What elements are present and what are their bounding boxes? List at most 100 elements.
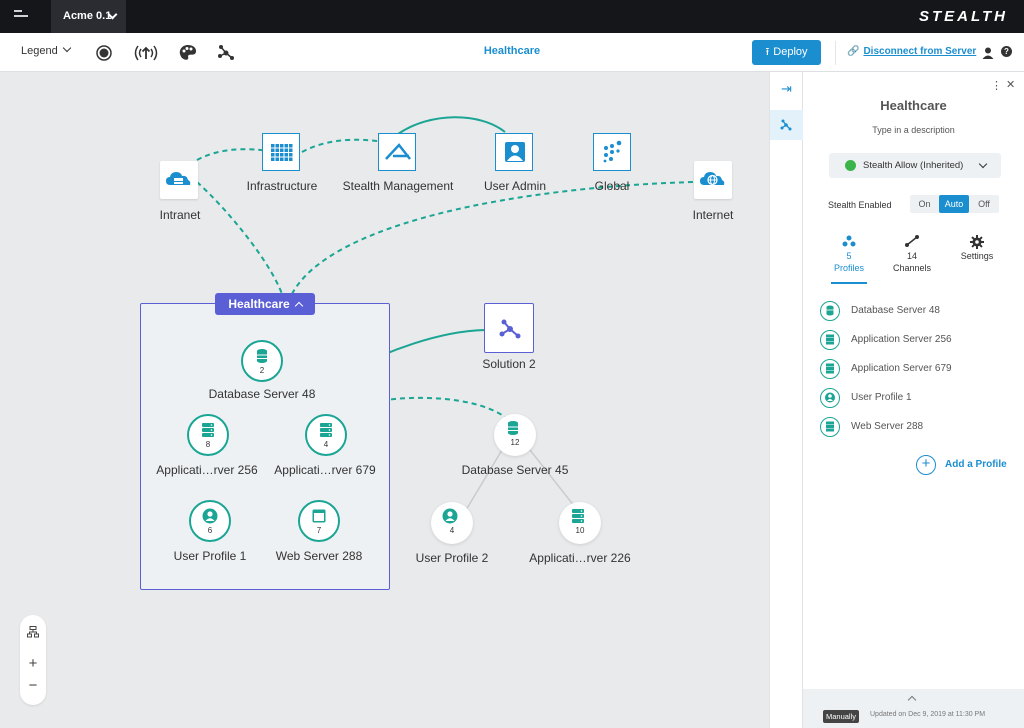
tab-label: Settings xyxy=(960,251,994,261)
intranet-node[interactable] xyxy=(160,161,198,199)
global-node[interactable] xyxy=(593,133,631,171)
database-icon xyxy=(820,301,840,321)
list-item[interactable]: Application Server 256 xyxy=(820,330,952,352)
infrastructure-node[interactable] xyxy=(262,133,300,171)
toggle-off[interactable]: Off xyxy=(978,199,990,209)
close-icon[interactable]: ✕ xyxy=(1006,79,1016,91)
chevron-up-icon xyxy=(294,301,303,311)
stealth-enabled-toggle: On Auto Off xyxy=(910,195,999,213)
server-icon xyxy=(820,359,840,379)
profile-count: 7 xyxy=(316,526,322,535)
profile-node-application-server-256[interactable]: 8 xyxy=(187,414,229,456)
details-tab[interactable] xyxy=(770,110,803,140)
policy-dropdown[interactable]: Stealth Allow (Inherited) xyxy=(829,153,1001,178)
user-admin-node[interactable] xyxy=(495,133,533,171)
profile-node-user-profile-2[interactable]: 4 xyxy=(431,502,473,544)
help-icon[interactable]: ? xyxy=(1001,46,1012,57)
policy-label: Stealth Allow (Inherited) xyxy=(863,160,964,171)
node-label: User Admin xyxy=(483,179,547,193)
solution-node[interactable] xyxy=(484,303,534,353)
chevron-down-icon xyxy=(978,159,988,169)
divider xyxy=(835,41,836,65)
share-nodes-icon xyxy=(499,319,521,339)
workspace-name: Acme 0.1 xyxy=(63,10,112,22)
disconnect-label: Disconnect from Server xyxy=(863,46,977,57)
collapse-panel-icon[interactable]: ⇥ xyxy=(781,81,792,96)
share-nodes-icon xyxy=(780,119,792,131)
profile-count: 4 xyxy=(323,440,329,449)
stealth-management-node[interactable] xyxy=(378,133,416,171)
hierarchy-icon[interactable] xyxy=(20,621,46,643)
profile-node-application-server-679[interactable]: 4 xyxy=(305,414,347,456)
panel-footer: Manually Updated on Dec 9, 2019 at 11:30… xyxy=(803,689,1024,728)
share-nodes-icon[interactable] xyxy=(215,42,237,64)
page-title: Healthcare xyxy=(0,45,1024,57)
server-icon xyxy=(320,423,332,437)
tab-label: Channels xyxy=(892,263,932,273)
topology-canvas[interactable]: Intranet Infrastructure Stealth Manageme… xyxy=(0,72,769,728)
panel-tab-strip: ⇥ xyxy=(769,72,803,728)
toggle-auto[interactable]: Auto xyxy=(939,195,969,213)
legend-dropdown[interactable]: Legend xyxy=(21,43,71,57)
broadcast-icon[interactable] xyxy=(132,42,160,64)
list-item[interactable]: Database Server 48 xyxy=(820,301,940,323)
list-item-label: Application Server 679 xyxy=(851,363,952,374)
internet-node[interactable] xyxy=(694,161,732,199)
profile-node-web-server-288[interactable]: 7 xyxy=(298,500,340,542)
cloud-server-icon xyxy=(166,172,191,185)
profile-label: User Profile 2 xyxy=(415,551,489,565)
profile-count: 6 xyxy=(207,526,213,535)
server-icon xyxy=(820,417,840,437)
database-icon xyxy=(257,349,267,363)
list-item[interactable]: Web Server 288 xyxy=(820,417,923,439)
add-profile-button[interactable]: + Add a Profile xyxy=(916,455,1007,475)
browser-icon xyxy=(312,509,326,523)
globe-cloud-icon xyxy=(700,172,725,186)
server-icon xyxy=(572,509,584,523)
list-item[interactable]: Application Server 679 xyxy=(820,359,952,381)
group-tag[interactable]: Healthcare xyxy=(215,293,315,315)
zoom-out-button[interactable]: − xyxy=(28,677,38,694)
node-label: Infrastructure xyxy=(246,179,318,193)
profile-node-database-server-45[interactable]: 12 xyxy=(494,414,536,456)
node-label: Global xyxy=(594,179,630,193)
toolbar: Legend Healthcare ⭱Deploy 🔗Disconnect fr… xyxy=(0,33,1024,72)
list-item[interactable]: User Profile 1 xyxy=(820,388,912,410)
profile-label: Web Server 288 xyxy=(275,549,363,563)
tab-settings[interactable]: Settings xyxy=(952,235,1002,261)
user-icon xyxy=(202,508,218,524)
tab-profiles[interactable]: 5 Profiles xyxy=(824,235,874,273)
gear-icon xyxy=(970,235,984,249)
deploy-button[interactable]: ⭱Deploy xyxy=(752,40,821,65)
profile-node-database-server-48[interactable]: 2 xyxy=(241,340,283,382)
last-updated-text: Updated on Dec 9, 2019 at 11:30 PM xyxy=(870,711,986,718)
list-item-label: Database Server 48 xyxy=(851,305,940,316)
chevron-down-icon xyxy=(62,43,71,53)
menu-icon[interactable] xyxy=(14,10,34,24)
more-options-icon[interactable]: ⋮ xyxy=(991,80,1002,92)
user-icon[interactable] xyxy=(982,46,994,59)
list-item-label: User Profile 1 xyxy=(851,392,912,403)
chevron-up-icon[interactable] xyxy=(907,695,917,705)
stealth-enabled-label: Stealth Enabled xyxy=(828,200,892,210)
profile-label: Database Server 48 xyxy=(208,387,316,401)
description-field[interactable]: Type in a description xyxy=(872,125,955,135)
policy-status-icon xyxy=(845,160,856,171)
upload-icon: ⭱ xyxy=(765,46,770,58)
profile-count: 8 xyxy=(205,440,211,449)
palette-icon[interactable] xyxy=(177,42,199,64)
profile-node-user-profile-1[interactable]: 6 xyxy=(189,500,231,542)
record-icon[interactable] xyxy=(93,42,115,64)
profiles-icon xyxy=(842,235,856,247)
node-label: Intranet xyxy=(159,208,201,222)
profile-label: Database Server 45 xyxy=(461,463,569,477)
profile-node-application-server-226[interactable]: 10 xyxy=(559,502,601,544)
active-tab-indicator xyxy=(831,282,867,284)
toggle-on[interactable]: On xyxy=(918,199,931,209)
disconnect-link[interactable]: 🔗Disconnect from Server xyxy=(847,46,976,57)
panel-title[interactable]: Healthcare xyxy=(880,98,947,113)
tab-channels[interactable]: 14 Channels xyxy=(887,235,937,273)
solution-label: Solution 2 xyxy=(482,357,536,371)
workspace-selector[interactable]: Acme 0.1 xyxy=(51,0,126,33)
zoom-in-button[interactable]: + xyxy=(28,655,38,672)
